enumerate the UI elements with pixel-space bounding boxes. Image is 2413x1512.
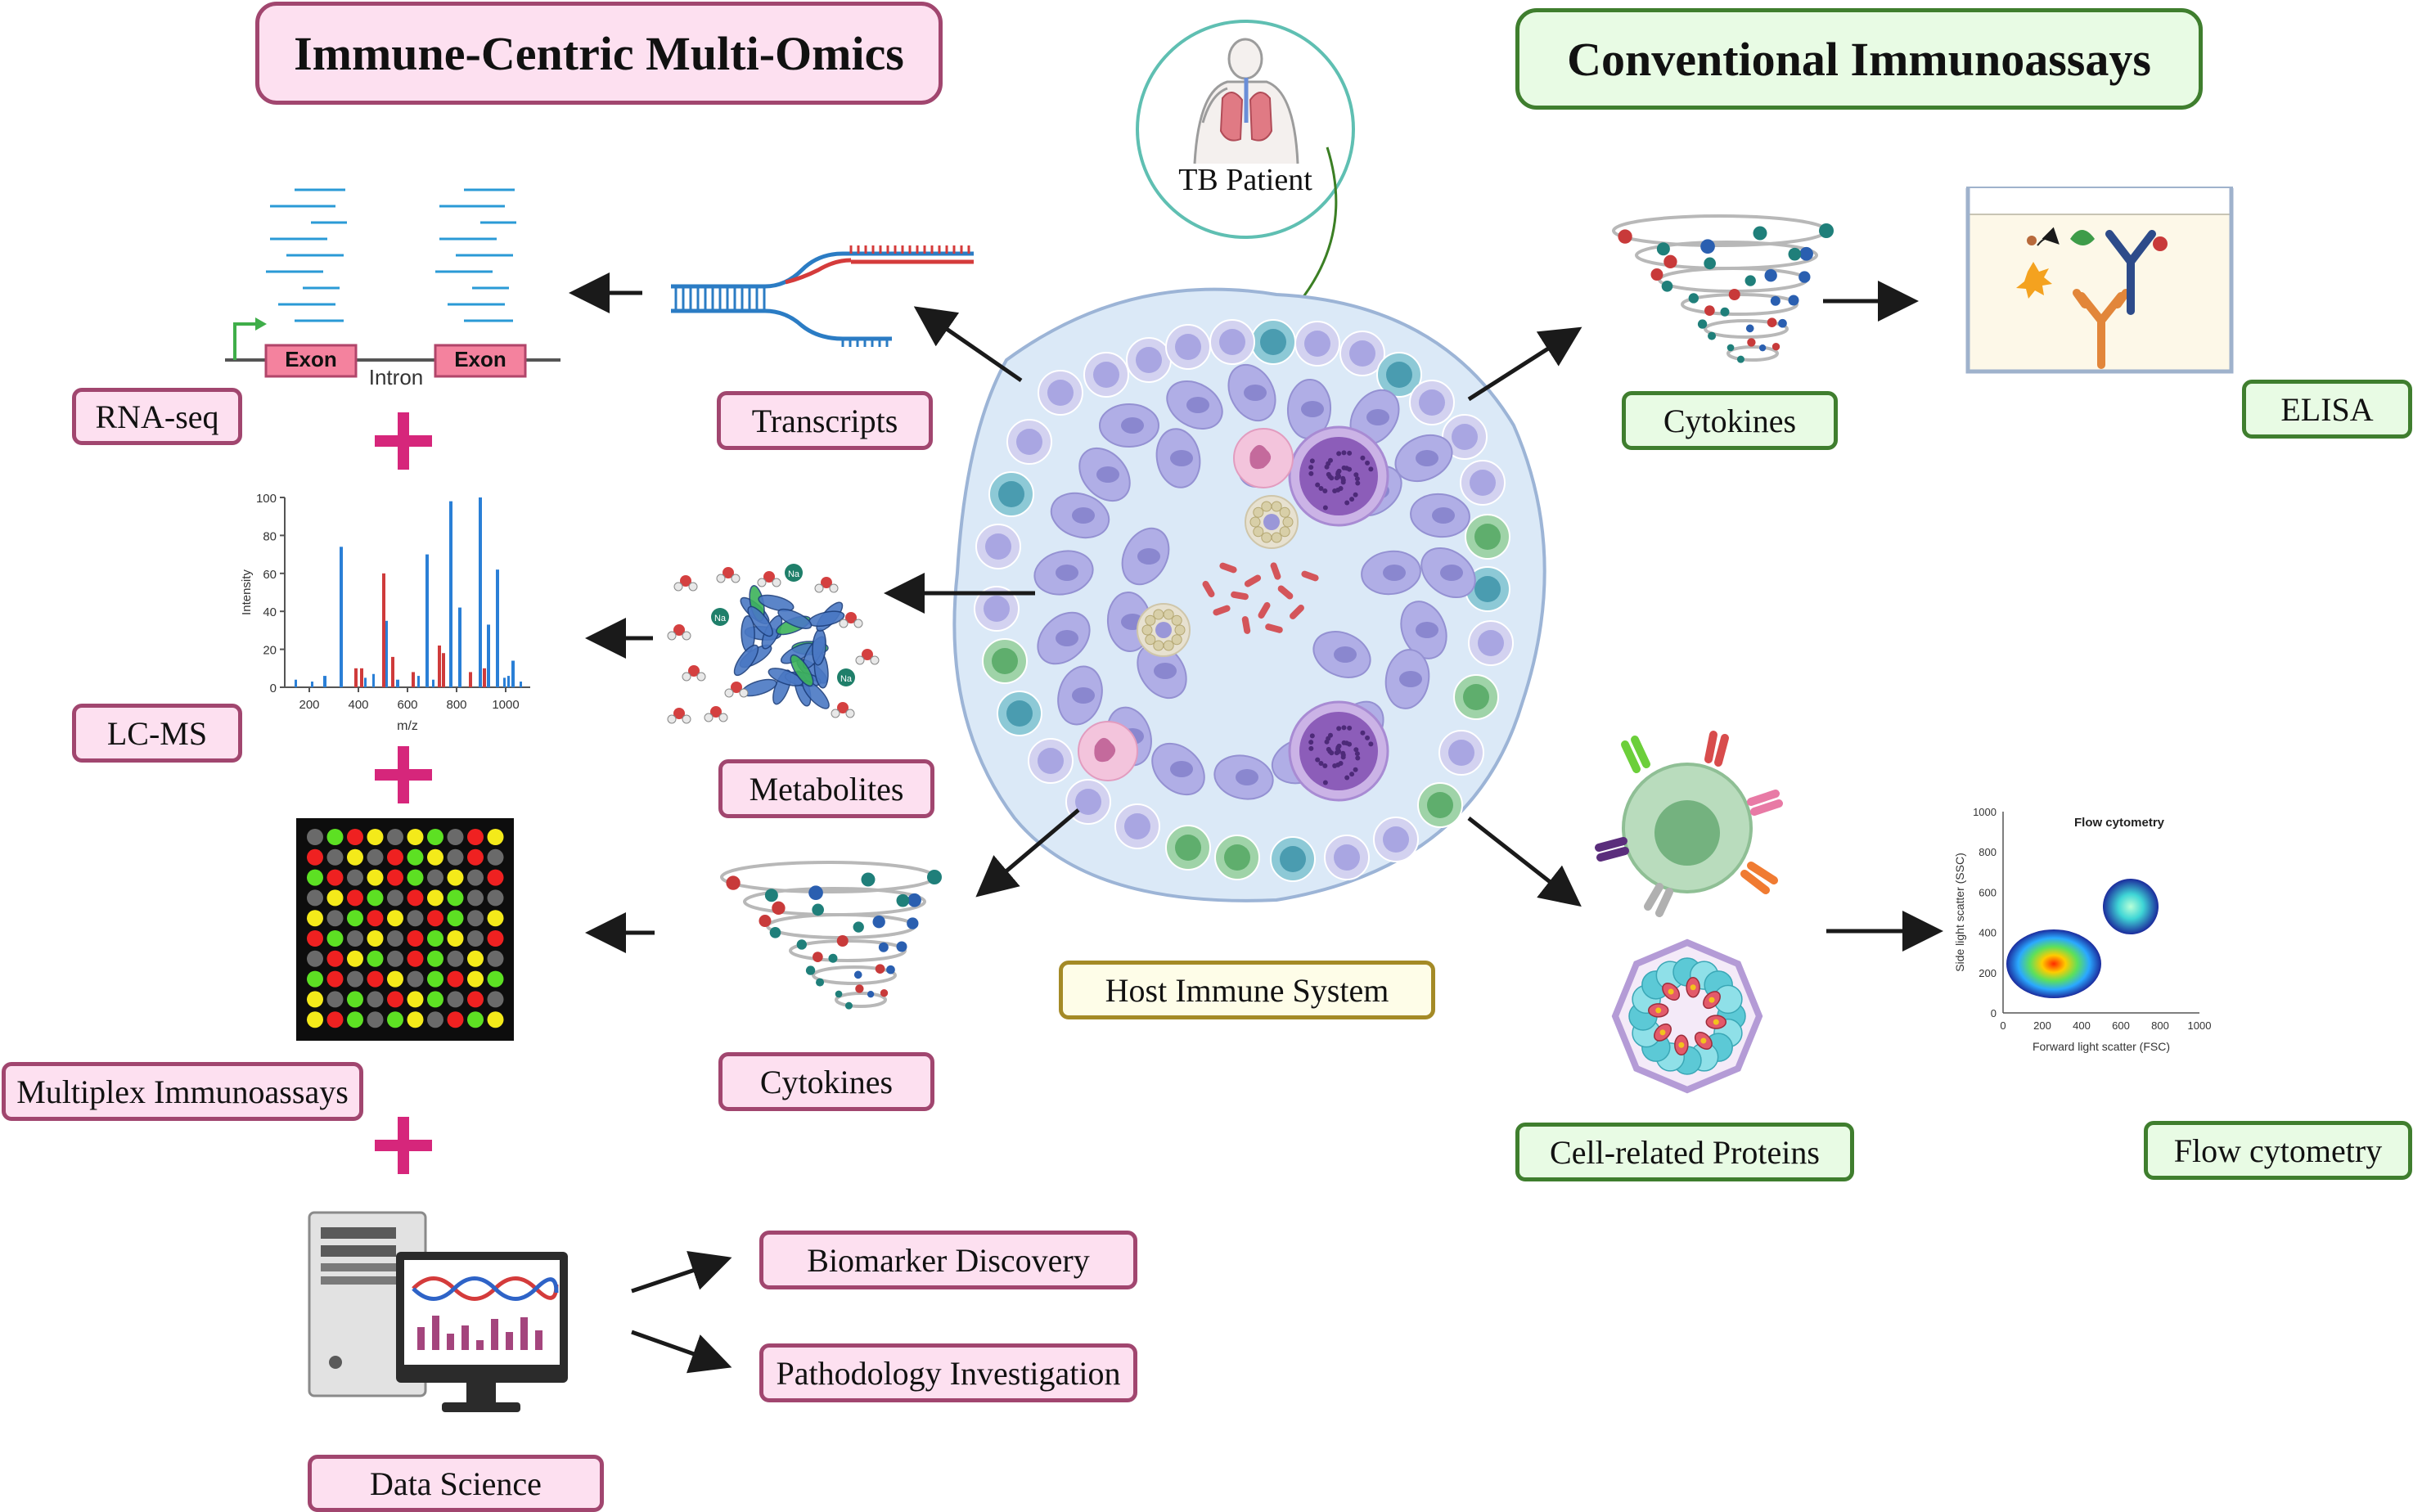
rna-seq-diagram	[225, 188, 560, 378]
cytokines-right-label: Cytokines	[1622, 391, 1838, 450]
cytokine-swirl-left	[720, 861, 942, 1010]
svg-text:60: 60	[263, 568, 277, 582]
svg-text:1000: 1000	[492, 698, 519, 712]
svg-text:200: 200	[299, 698, 319, 712]
svg-text:800: 800	[1979, 846, 1997, 858]
svg-text:600: 600	[397, 698, 417, 712]
host-immune-system-label: Host Immune System	[1059, 961, 1435, 1019]
rna-seq-label: RNA-seq	[72, 388, 242, 445]
metabolites-label: Metabolites	[718, 759, 934, 818]
elisa-well-icon	[1965, 187, 2234, 374]
intron-label: Intron	[368, 365, 424, 389]
svg-text:400: 400	[348, 698, 368, 712]
data-science-label: Data Science	[308, 1455, 604, 1512]
svg-text:Na: Na	[840, 674, 853, 684]
cell-related-proteins-label: Cell-related Proteins	[1515, 1123, 1854, 1181]
computer-icon	[308, 1211, 568, 1412]
svg-text:0: 0	[1991, 1007, 1997, 1019]
tb-patient-figure	[1136, 20, 1355, 239]
plus-signs	[375, 412, 432, 1174]
pathology-investigation-label: Pathodology Investigation	[759, 1343, 1137, 1402]
tb-patient-label: TB Patient	[1178, 163, 1312, 197]
biomarker-discovery-label: Biomarker Discovery	[759, 1231, 1137, 1289]
svg-text:Side light scatter (SSC): Side light scatter (SSC)	[1953, 853, 1966, 972]
svg-text:Forward light scatter (FSC): Forward light scatter (FSC)	[2033, 1040, 2170, 1053]
svg-text:80: 80	[263, 529, 277, 543]
transcripts-label: Transcripts	[717, 391, 933, 450]
svg-text:100: 100	[256, 492, 277, 506]
right-title: Conventional Immunoassays	[1515, 8, 2203, 110]
left-title: Immune-Centric Multi-Omics	[255, 2, 943, 105]
multiplex-immunoassays-label: Multiplex Immunoassays	[2, 1062, 363, 1121]
svg-text:200: 200	[1979, 967, 1997, 979]
flow-cytometry-plot: Flow cytometry 0 200 400 600 800 1000 0 200 400 60…	[1953, 806, 2211, 1053]
svg-text:600: 600	[2112, 1019, 2130, 1032]
exon-label-1: Exon	[285, 347, 337, 371]
svg-text:200: 200	[2033, 1019, 2051, 1032]
multiplex-array	[296, 818, 514, 1041]
svg-text:m/z: m/z	[397, 719, 418, 733]
svg-text:20: 20	[263, 644, 277, 658]
elisa-label: ELISA	[2242, 380, 2412, 439]
ms-spectrum: 0 20 40 60 80 100 200 400 600 800 1000 m/z Intensity	[240, 492, 530, 733]
cell-surface-proteins-icon	[1595, 731, 1783, 917]
svg-text:800: 800	[2151, 1019, 2169, 1032]
svg-text:0: 0	[270, 682, 277, 695]
cytokine-swirl-right	[1612, 214, 1834, 363]
cytokines-left-label: Cytokines	[718, 1052, 934, 1111]
svg-text:400: 400	[1979, 927, 1997, 939]
exon-label-2: Exon	[454, 347, 506, 371]
svg-text:1000: 1000	[1973, 806, 1997, 818]
svg-text:Na: Na	[788, 569, 800, 579]
svg-text:400: 400	[2073, 1019, 2091, 1032]
flow-cytometry-label: Flow cytometry	[2144, 1121, 2412, 1180]
svg-text:Intensity: Intensity	[240, 569, 254, 615]
svg-text:600: 600	[1979, 886, 1997, 898]
protein-complex-icon	[1611, 938, 1763, 1094]
svg-text:Na: Na	[714, 614, 727, 623]
svg-text:40: 40	[263, 605, 277, 619]
immune-system-blob	[952, 287, 1546, 902]
lc-ms-label: LC-MS	[72, 704, 242, 763]
transcript-dna-icon	[671, 245, 974, 347]
svg-text:1000: 1000	[2188, 1019, 2212, 1032]
svg-text:Flow cytometry: Flow cytometry	[2074, 816, 2165, 830]
svg-text:0: 0	[2000, 1019, 2006, 1032]
svg-text:800: 800	[446, 698, 466, 712]
